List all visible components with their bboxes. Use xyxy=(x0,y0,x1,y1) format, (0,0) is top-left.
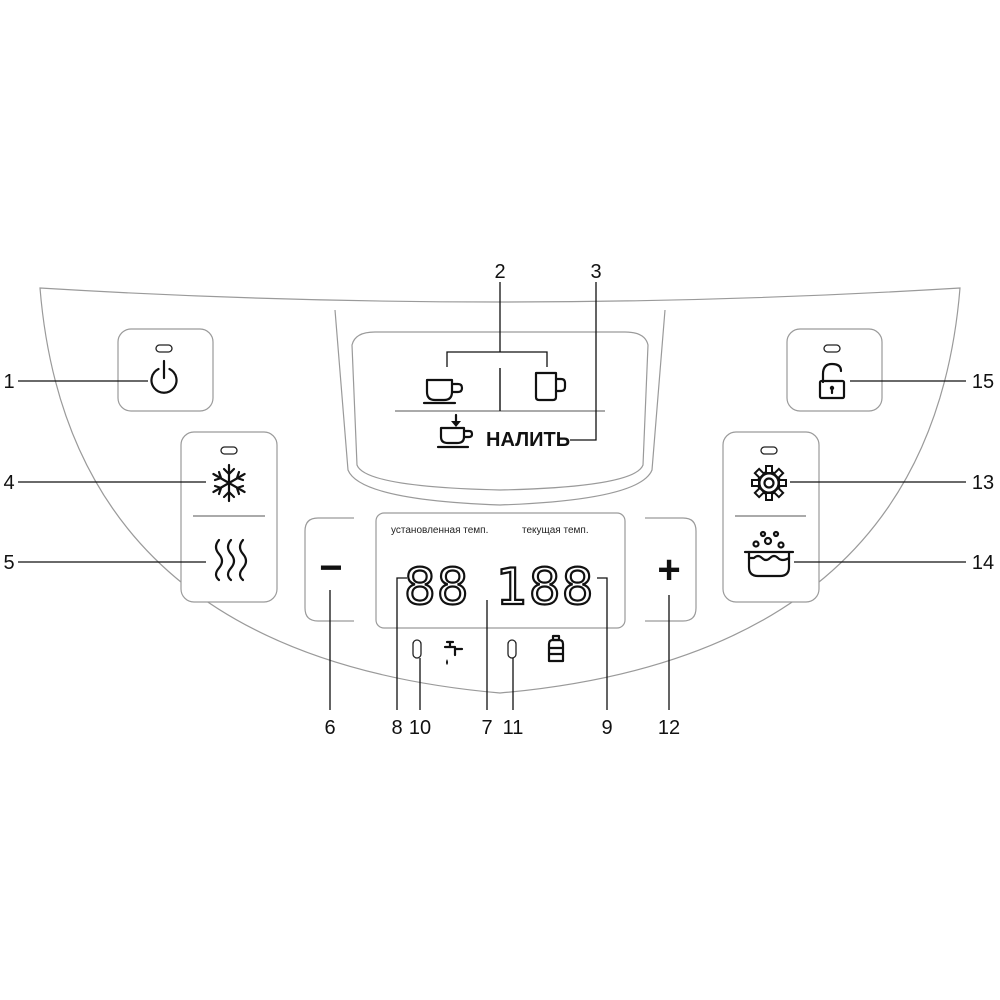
set-temp-digits: 88 xyxy=(404,558,470,616)
callout-12: 12 xyxy=(658,717,680,739)
set-temp-label: установленная темп. xyxy=(391,525,488,536)
callout-15: 15 xyxy=(972,371,994,393)
callout-14: 14 xyxy=(972,552,994,574)
callout-6: 6 xyxy=(324,717,335,739)
water-bottle-icon xyxy=(547,634,565,663)
callout-5: 5 xyxy=(3,552,14,574)
minus-button[interactable] xyxy=(304,517,354,622)
power-led xyxy=(155,344,173,353)
callout-13: 13 xyxy=(972,472,994,494)
callout-4: 4 xyxy=(3,472,14,494)
callout-10: 10 xyxy=(409,717,431,739)
cup-select-window xyxy=(334,309,666,506)
current-temp-digits: 188 xyxy=(496,558,594,616)
snowflake-icon[interactable] xyxy=(212,463,246,503)
gear-boil-button xyxy=(722,431,820,603)
callout-2: 2 xyxy=(494,261,505,283)
boiling-pot-icon[interactable] xyxy=(743,530,795,578)
panel-outline xyxy=(39,287,961,694)
callout-9: 9 xyxy=(601,717,612,739)
tap-icon xyxy=(443,640,464,665)
gear-led xyxy=(760,446,778,455)
callout-3: 3 xyxy=(590,261,601,283)
plus-button[interactable] xyxy=(645,517,697,622)
cool-heat-button xyxy=(180,431,278,603)
leader-lines xyxy=(18,282,966,710)
callout-11: 11 xyxy=(503,717,524,739)
plus-symbol: + xyxy=(657,548,680,592)
gear-icon[interactable] xyxy=(751,465,787,501)
temperature-display xyxy=(375,512,626,629)
minus-symbol: − xyxy=(319,546,342,590)
power-icon xyxy=(150,359,178,394)
lock-led xyxy=(823,344,841,353)
small-cup-icon[interactable] xyxy=(422,378,464,405)
callout-1: 1 xyxy=(3,371,14,393)
pour-cup-icon[interactable] xyxy=(436,413,474,449)
bottle-led xyxy=(507,639,517,659)
large-mug-icon[interactable] xyxy=(534,371,567,402)
lock-open-icon xyxy=(818,362,846,400)
tap-led xyxy=(412,639,422,659)
heat-waves-icon[interactable] xyxy=(214,538,248,582)
cool-led xyxy=(220,446,238,455)
callout-7: 7 xyxy=(481,717,492,739)
pour-label: НАЛИТЬ xyxy=(486,429,570,451)
lock-button[interactable] xyxy=(786,328,883,412)
callout-8: 8 xyxy=(391,717,402,739)
power-button[interactable] xyxy=(117,328,214,412)
current-temp-label: текущая темп. xyxy=(522,525,589,536)
